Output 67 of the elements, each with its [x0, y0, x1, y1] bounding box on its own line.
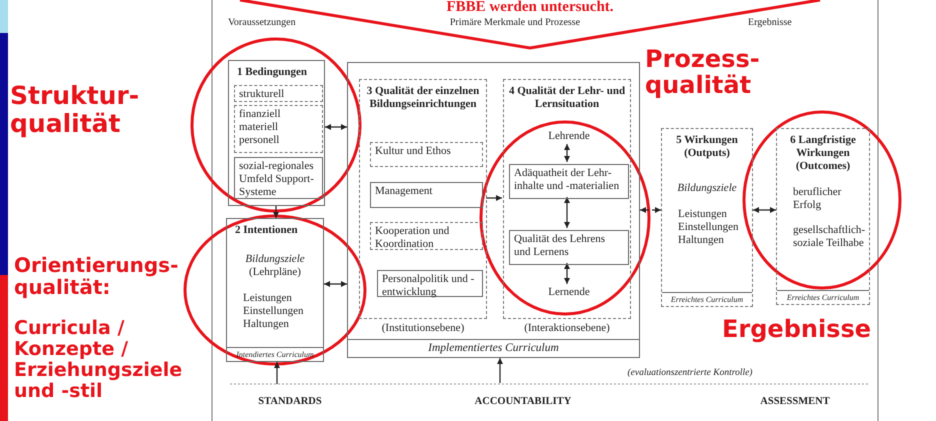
annotation-text: Orientierungs-qualität: — [14, 254, 180, 298]
box-text: Kooperation und Koordination — [374, 224, 450, 252]
process-box — [234, 157, 323, 199]
box-text: beruflicher Erfolg — [792, 186, 842, 212]
box-text: gesellschaftlich-soziale Teilhabe — [792, 224, 866, 250]
level-caption: (Institutionsebene) — [380, 322, 466, 336]
arrow — [564, 144, 570, 162]
column-header: Ergebnisse — [748, 17, 793, 28]
arrow — [273, 206, 279, 218]
box-heading: 6 Langfristige Wirkungen (Outcomes) — [789, 133, 857, 174]
process-box — [370, 222, 483, 250]
process-box — [370, 142, 483, 167]
box-text: Leistungen Einstellungen Haltungen — [242, 292, 304, 332]
process-box — [661, 128, 753, 307]
process-box — [377, 270, 483, 297]
box-text: Adäquatheit der Lehr-inhalte und -materialien — [513, 166, 620, 194]
process-box — [226, 218, 324, 362]
process-box — [509, 230, 629, 265]
box-footer: Erreichtes Curriculum — [662, 292, 752, 306]
process-box — [509, 164, 629, 199]
box-text: Management — [374, 184, 434, 199]
level-caption: (Interaktionsebene) — [523, 322, 611, 336]
arrow — [325, 124, 347, 130]
box-text: Qualität des Lehrens und Lernens — [513, 232, 606, 260]
box-text: sozial-regionales Umfeld Support-Systeme — [238, 159, 315, 200]
process-box — [234, 85, 323, 102]
arrow — [497, 358, 503, 383]
band-label: Implementiertes Curriculum — [348, 339, 639, 357]
arrow — [564, 197, 570, 228]
arrow — [753, 207, 776, 213]
annotation-text: FBBE werden untersucht. — [445, 0, 615, 15]
box-text: strukturell — [238, 87, 286, 102]
annotation-text: Struktur-qualität — [10, 82, 140, 137]
column-header: Primäre Merkmale und Prozesse — [448, 17, 582, 28]
box-text: Kultur und Ethos — [374, 144, 452, 159]
axis-label: ASSESSMENT — [759, 396, 831, 407]
box-text: Personalpolitik und -entwicklung — [381, 272, 476, 300]
box-footer: Intendiertes Curriculum — [227, 347, 323, 361]
annotation-text: Ergebnisse — [722, 316, 872, 342]
box-heading: 4 Qualität der Lehr- und Lernsituation — [508, 84, 626, 112]
process-box — [370, 182, 483, 208]
arrow — [640, 207, 661, 213]
node-label: Lernende — [534, 286, 604, 302]
column-header: Voraussetzungen — [228, 17, 297, 28]
box-heading: 2 Intentionen — [234, 223, 299, 238]
process-box — [234, 105, 323, 153]
axis-label: ACCOUNTABILITY — [474, 396, 572, 407]
annotation-text: Curricula / Konzepte / Erziehungsziele und -stil — [14, 318, 184, 402]
axis-label: STANDARDS — [257, 396, 323, 407]
box-heading: 1 Bedingungen — [236, 65, 308, 80]
process-box — [228, 60, 325, 206]
annotation-text: Prozess-qualität — [645, 46, 761, 99]
box-heading: 3 Qualität der einzelnen Bildungseinrichtungen — [366, 84, 480, 112]
box-text: Bildungsziele (Lehrpläne) — [244, 253, 306, 280]
arrow — [324, 281, 347, 287]
box-text: Bildungsziele — [676, 182, 738, 196]
box-text: Leistungen Einstellungen Haltungen — [677, 208, 740, 248]
node-label: Lehrende — [534, 130, 604, 146]
process-box — [347, 62, 640, 358]
box-heading: 5 Wirkungen (Outputs) — [675, 133, 739, 160]
box-footer: Erreichtes Curriculum — [777, 290, 869, 304]
arrow — [564, 263, 570, 284]
arrow — [486, 195, 502, 201]
column-header: (evaluationszentrierte Kontrolle) — [626, 368, 754, 378]
process-box — [776, 128, 870, 305]
arrow — [274, 362, 280, 384]
box-text: finanziell materiell personell — [238, 107, 282, 148]
